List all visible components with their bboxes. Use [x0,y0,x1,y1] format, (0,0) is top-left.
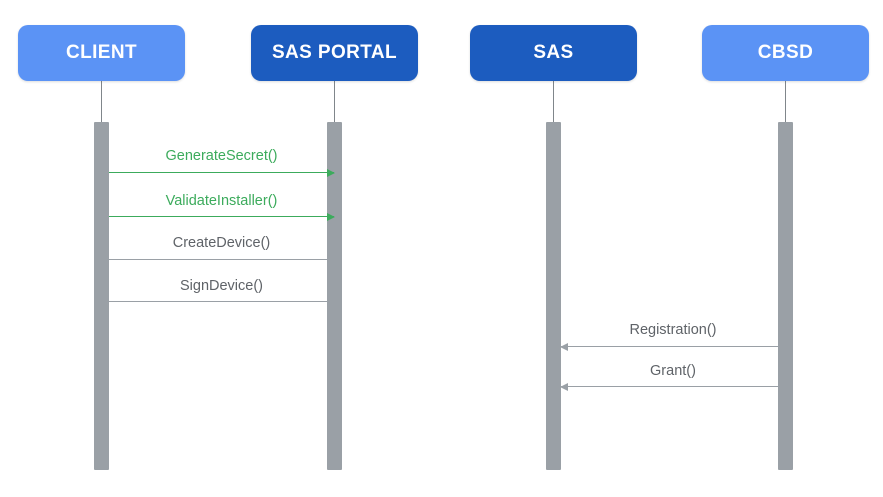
actor-box-sas-portal[interactable]: SAS PORTAL [251,25,418,81]
actor-box-sas[interactable]: SAS [470,25,637,81]
lifeline-client [101,81,102,122]
lifeline-sas-portal [334,81,335,122]
message-arrowhead-grant [560,382,568,391]
lifeline-cbsd [785,81,786,122]
actor-box-cbsd[interactable]: CBSD [702,25,869,81]
message-label-registration: Registration() [629,322,717,338]
message-label-sign-device: SignDevice() [180,278,263,294]
message-label-validate-installer: ValidateInstaller() [165,193,278,209]
message-label-create-device: CreateDevice() [172,235,271,251]
message-arrowhead-sign-device [327,297,335,306]
activation-bar-sas-portal [327,122,342,470]
message-line-registration [561,346,785,347]
message-line-validate-installer [109,216,334,217]
activation-bar-cbsd [778,122,793,470]
message-line-sign-device [109,301,334,302]
actor-label-client: CLIENT [65,42,137,63]
message-line-grant [561,386,785,387]
actor-box-client[interactable]: CLIENT [18,25,185,81]
actor-label-cbsd: CBSD [757,42,814,63]
actor-label-sas-portal: SAS PORTAL [271,42,398,63]
message-arrowhead-registration [560,342,568,351]
activation-bar-sas [546,122,561,470]
message-arrowhead-create-device [327,255,335,264]
activation-bar-client [94,122,109,470]
message-arrowhead-validate-installer [327,212,335,221]
message-label-grant: Grant() [650,363,696,379]
message-label-generate-secret: GenerateSecret() [165,148,278,164]
message-line-generate-secret [109,172,334,173]
actor-label-sas: SAS [533,42,574,63]
message-arrowhead-generate-secret [327,168,335,177]
lifeline-sas [553,81,554,122]
message-line-create-device [109,259,334,260]
